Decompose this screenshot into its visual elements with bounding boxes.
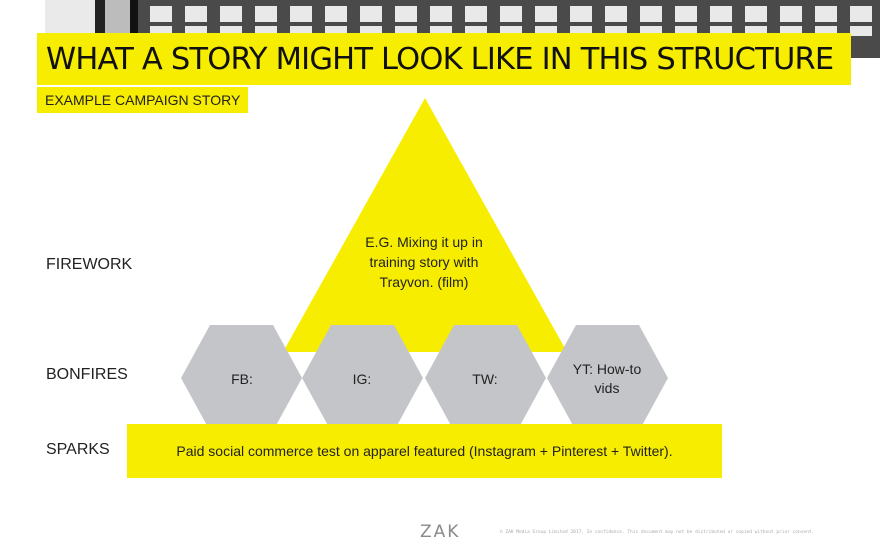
- slide-subtitle: EXAMPLE CAMPAIGN STORY: [37, 87, 248, 113]
- bonfire-label-yt: YT: How-to vids: [572, 361, 642, 396]
- sparks-description: Paid social commerce test on apparel fea…: [127, 424, 722, 478]
- row-label-bonfires: BONFIRES: [46, 366, 128, 383]
- footer-logo: ZAK: [420, 522, 461, 542]
- row-label-firework: FIREWORK: [46, 256, 133, 273]
- footer-legal-note: © ZAK Media Group Limited 2017. In confi…: [500, 530, 815, 535]
- firework-description: E.G. Mixing it up in training story with…: [365, 234, 483, 290]
- hexagon-ig: [302, 325, 423, 431]
- bonfire-label-fb: FB:: [231, 370, 253, 387]
- hexagon-yt: [547, 325, 668, 431]
- hexagon-tw: [425, 325, 546, 431]
- row-label-sparks: SPARKS: [46, 441, 110, 458]
- hexagon-fb: [181, 325, 302, 431]
- slide-title: WHAT A STORY MIGHT LOOK LIKE IN THIS STR…: [37, 33, 851, 85]
- bonfire-label-ig: IG:: [352, 370, 372, 387]
- bonfire-label-tw: TW:: [472, 370, 498, 387]
- firework-pyramid: [283, 98, 567, 352]
